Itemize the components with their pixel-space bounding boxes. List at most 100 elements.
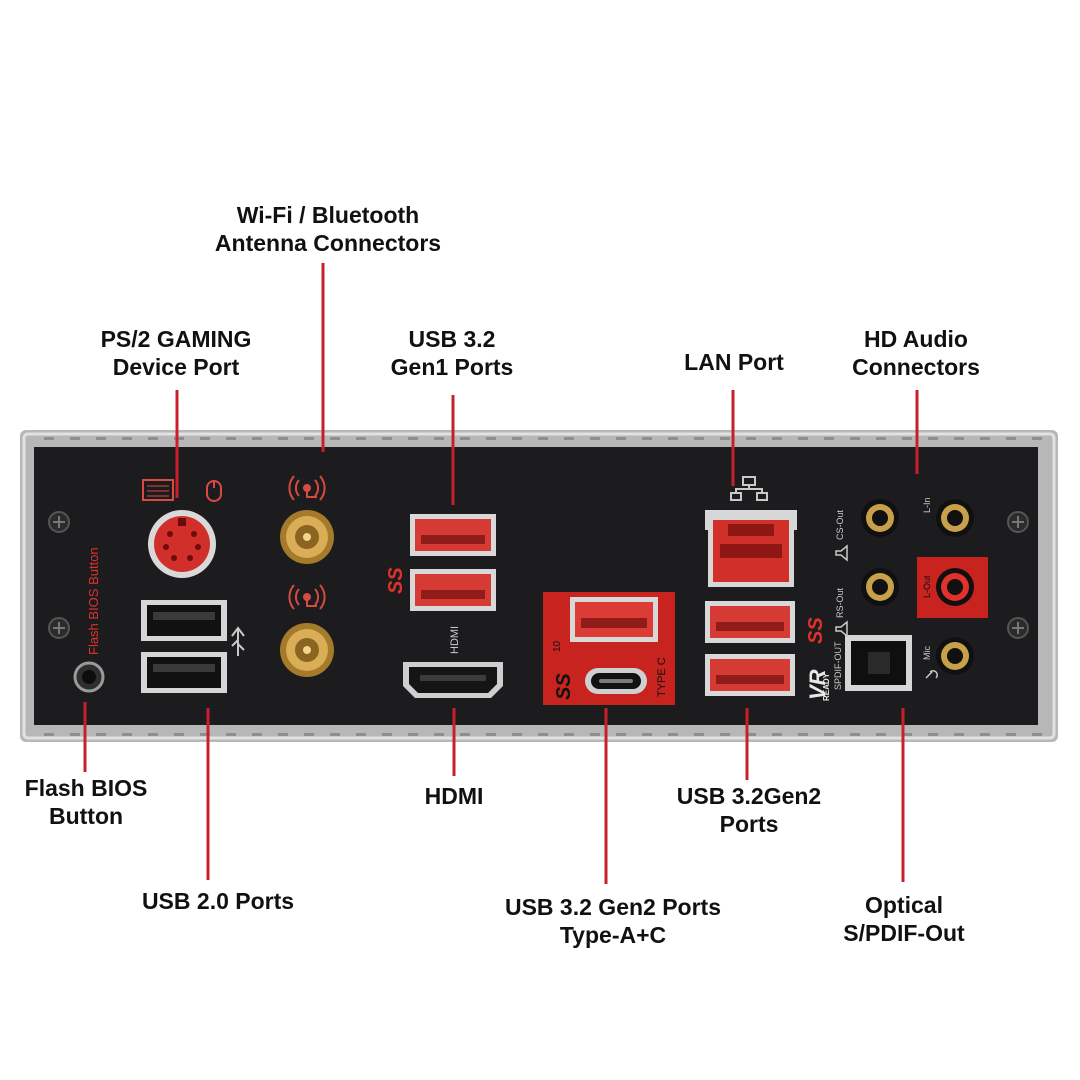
audio-jack-line-out[interactable]	[936, 568, 974, 606]
usb-3-2-gen1-port[interactable]	[410, 569, 496, 611]
frame-tooth	[980, 733, 990, 736]
ss-10-logo: SS	[553, 673, 575, 700]
hdmi-vertical-label: HDMI	[449, 626, 461, 654]
frame-tooth	[668, 733, 678, 736]
usb-3-2-gen2-port[interactable]	[705, 654, 795, 696]
line-out-label: L-Out	[922, 575, 932, 598]
frame-tooth	[1032, 437, 1042, 440]
frame-tooth	[746, 733, 756, 736]
speaker-icon	[835, 620, 848, 638]
frame-tooth	[200, 733, 210, 736]
frame-tooth	[330, 733, 340, 736]
frame-tooth	[200, 437, 210, 440]
usb-icon	[231, 626, 245, 656]
callout-usb-type-ac: USB 3.2 Gen2 Ports Type-A+C	[504, 894, 722, 948]
usb-3-2-gen2-port[interactable]	[705, 601, 795, 643]
screw-icon	[1007, 511, 1029, 533]
frame-tooth	[824, 437, 834, 440]
callout-ps2-port: PS/2 GAMING Device Port	[100, 326, 252, 380]
usb-3-2-gen2-type-a-port[interactable]	[570, 597, 658, 642]
frame-tooth	[642, 437, 652, 440]
frame-tooth	[798, 437, 808, 440]
usb-3-2-gen1-port[interactable]	[410, 514, 496, 556]
lan-port[interactable]	[705, 510, 797, 587]
callout-lan-port: LAN Port	[684, 349, 784, 375]
frame-tooth	[226, 733, 236, 736]
frame-teeth	[44, 437, 1042, 736]
frame-tooth	[148, 733, 158, 736]
audio-jack-cs-out[interactable]	[861, 499, 899, 537]
mic-label: Mic	[922, 646, 932, 660]
speaker-icon	[835, 544, 848, 562]
ss-10-number: 10	[552, 640, 563, 652]
audio-jack-mic[interactable]	[936, 637, 974, 675]
frame-tooth	[278, 733, 288, 736]
flash-bios-button[interactable]	[73, 661, 105, 693]
frame-tooth	[590, 733, 600, 736]
vr-logo: VR	[805, 669, 830, 700]
callout-usb-3-2-gen2: USB 3.2Gen2 Ports	[676, 783, 822, 837]
frame-tooth	[928, 437, 938, 440]
audio-jack-rs-out[interactable]	[861, 568, 899, 606]
hdmi-port[interactable]	[403, 662, 503, 698]
frame-tooth	[902, 437, 912, 440]
frame-tooth	[44, 437, 54, 440]
frame-tooth	[798, 733, 808, 736]
frame-tooth	[330, 437, 340, 440]
usb-2-port[interactable]	[141, 600, 227, 641]
frame-tooth	[408, 733, 418, 736]
frame-tooth	[668, 437, 678, 440]
keyboard-icon	[142, 479, 174, 501]
frame-tooth	[590, 437, 600, 440]
frame-tooth	[538, 733, 548, 736]
flash-bios-vertical-label: Flash BIOS Button	[86, 547, 101, 655]
leader-lines	[83, 263, 919, 884]
ss-logo: SS	[385, 567, 407, 594]
spdif-out-label: SPDIF-OUT	[833, 641, 843, 690]
audio-jack-line-in[interactable]	[936, 499, 974, 537]
ps2-port[interactable]	[148, 510, 216, 578]
frame-tooth	[876, 437, 886, 440]
frame-tooth	[642, 733, 652, 736]
frame-tooth	[954, 733, 964, 736]
callout-optical-spdif: Optical S/PDIF-Out	[843, 892, 965, 946]
frame-tooth	[356, 733, 366, 736]
frame-tooth	[1006, 437, 1016, 440]
frame-tooth	[122, 733, 132, 736]
frame-tooth	[226, 437, 236, 440]
frame-tooth	[850, 437, 860, 440]
frame-tooth	[382, 733, 392, 736]
frame-tooth	[694, 733, 704, 736]
callout-usb-2-0: USB 2.0 Ports	[141, 888, 295, 914]
frame-tooth	[772, 437, 782, 440]
frame-tooth	[304, 437, 314, 440]
usb-3-2-gen2-type-c-port[interactable]	[585, 668, 647, 694]
frame-tooth	[954, 437, 964, 440]
frame-tooth	[512, 437, 522, 440]
cs-out-label: CS-Out	[835, 509, 845, 540]
frame-tooth	[876, 733, 886, 736]
frame-tooth	[694, 437, 704, 440]
rs-out-label: RS-Out	[835, 587, 845, 618]
frame-tooth	[928, 733, 938, 736]
callout-hd-audio: HD Audio Connectors	[852, 326, 980, 380]
network-icon	[730, 476, 768, 501]
frame-tooth	[486, 733, 496, 736]
frame-tooth	[538, 437, 548, 440]
optical-spdif-port[interactable]	[845, 635, 912, 691]
frame-tooth	[772, 733, 782, 736]
frame-tooth	[96, 733, 106, 736]
callout-usb-3-2-gen1: USB 3.2 Gen1 Ports	[390, 326, 514, 380]
frame-tooth	[278, 437, 288, 440]
screw-icon	[48, 617, 70, 639]
frame-tooth	[1006, 733, 1016, 736]
frame-tooth	[434, 437, 444, 440]
callout-wifi-antenna: Wi-Fi / Bluetooth Antenna Connectors	[214, 202, 442, 256]
antenna-connector[interactable]	[280, 623, 334, 677]
frame-tooth	[720, 437, 730, 440]
antenna-connector[interactable]	[280, 510, 334, 564]
usb-2-port[interactable]	[141, 652, 227, 693]
frame-tooth	[252, 733, 262, 736]
microphone-icon	[925, 670, 938, 679]
